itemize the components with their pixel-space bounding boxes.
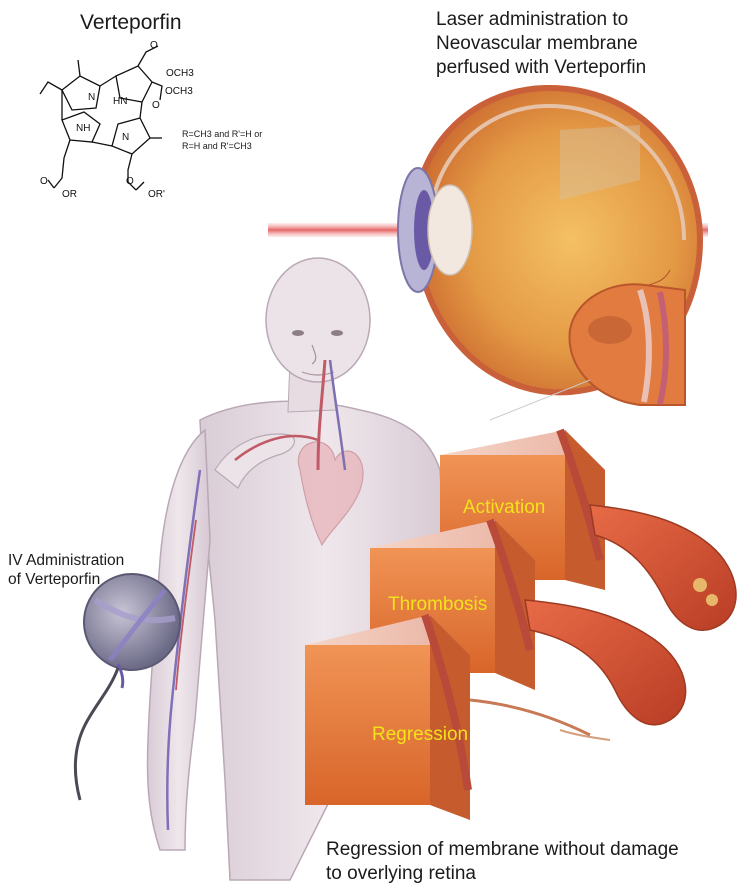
r-group-note-line-2: R=H and R'=CH3 [182, 141, 252, 152]
atom-nh-lower-left: NH [76, 123, 90, 134]
atom-acid-or-left: OR [62, 189, 77, 200]
diagram-title: Verteporfin [80, 11, 182, 34]
r-group-note-line-1: R=CH3 and R'=H or [182, 129, 263, 139]
retina-magnifier [489, 283, 686, 421]
laser-caption-line-2: Neovascular membrane [436, 32, 638, 54]
stage-label-activation: Activation [463, 497, 546, 518]
atom-acid-o-left: O [40, 176, 48, 187]
molecule-atom-labels: N HN NH N O OCH3 O OCH3 O OR O OR' [40, 40, 194, 200]
atom-acid-or-right: OR' [148, 189, 165, 200]
laser-caption: Laser administration to Neovascular memb… [436, 8, 646, 79]
atom-ester-o-2: O [152, 100, 160, 111]
eye-cross-section [397, 84, 704, 396]
iv-caption-line-1: IV Administration [8, 552, 125, 569]
r-group-note: R=CH3 and R'=H or R=H and R'=CH3 [182, 128, 262, 152]
laser-caption-line-1: Laser administration to [436, 9, 629, 30]
stage-label-thrombosis: Thrombosis [388, 594, 488, 615]
footer-caption-line-1: Regression of membrane without damage [326, 839, 679, 860]
atom-n-lower-right: N [122, 132, 129, 143]
atom-ester-och3-1: OCH3 [166, 68, 194, 79]
atom-n-upper-left: N [88, 92, 95, 103]
atom-acid-o-right: O [126, 176, 134, 187]
stage-label-regression: Regression [372, 724, 469, 745]
iv-caption: IV Administration of Verteporfin [8, 551, 124, 590]
atom-ester-o-1: O [150, 40, 158, 51]
tissue-block-regression [305, 613, 611, 820]
iv-magnifier [83, 573, 181, 689]
atom-hn-upper-right: HN [113, 96, 127, 107]
footer-caption-line-2: to overlying retina [326, 862, 476, 884]
footer-caption: Regression of membrane without damage to… [326, 838, 679, 886]
iv-caption-line-2: of Verteporfin [8, 571, 101, 589]
verteporfin-structure [39, 45, 163, 191]
laser-caption-line-3: perfused with Verteporfin [436, 56, 647, 78]
atom-ester-och3-2: OCH3 [165, 86, 193, 97]
iv-tube [74, 667, 120, 801]
